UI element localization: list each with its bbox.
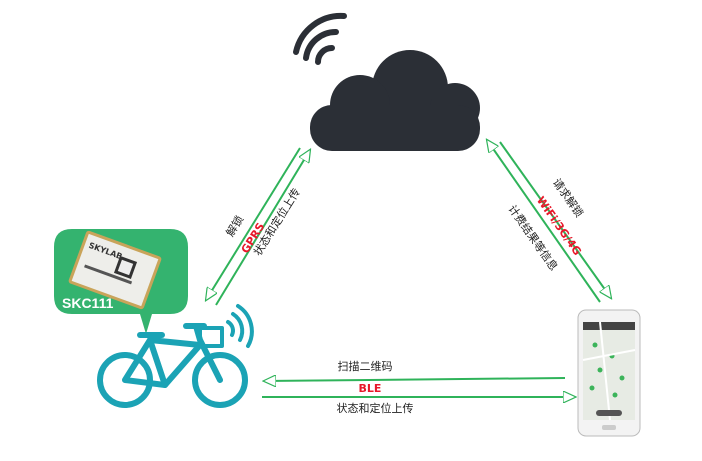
status-upload-arrow-line [215,150,310,306]
cloud-server-icon [310,50,480,151]
request-unlock-arrow-line [499,141,611,298]
skc111-chip-icon: SKYLAB [68,230,162,310]
module-bubble: SKYLAB SKC111 [54,229,188,334]
status-upload-ble-label: 状态和定位上传 [337,401,414,415]
smartphone-icon [577,309,641,437]
billing-arrow-line [487,140,601,303]
ble-label: BLE [359,382,382,395]
module-name: SKC111 [62,295,114,311]
unlock-label: 解锁 [223,213,247,239]
scan-qr-label: 扫描二维码 [338,359,393,373]
bicycle-icon [97,323,248,408]
bike-signal-icon [226,304,254,348]
scan-qr-arrow-line [264,378,566,381]
cloud-signal-icon [293,12,347,65]
unlock-arrow-line [206,147,301,300]
